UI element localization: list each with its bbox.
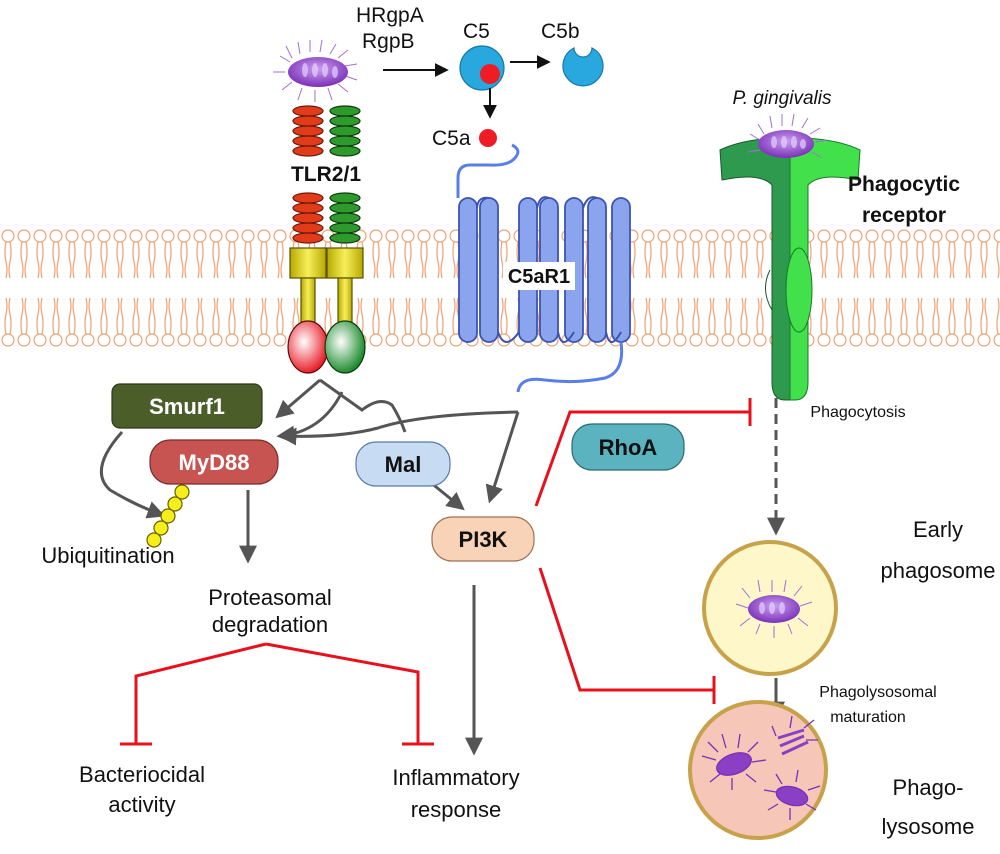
maturation-label-1: Phagolysosomal [819,684,936,701]
tlr2-chain [292,105,324,244]
pathogen-label: P. gingivalis [733,88,832,109]
inflammatory-label-2: response [411,797,502,822]
phagolysosome-label-1: Phago- [893,775,964,800]
ubiquitin-chain [146,484,190,548]
tlr-transmembrane [289,247,364,323]
c5a-label: C5a [432,127,471,150]
tlr1-chain [329,105,361,244]
phagolysosome [688,700,828,840]
proteasomal-label-1: Proteasomal [208,585,332,610]
c5ar1-label: C5aR1 [508,266,570,288]
mal-node: Mal [355,441,451,487]
myd88-label: MyD88 [179,450,250,475]
c5b-molecule [562,47,604,87]
ubiquitination-label: Ubiquitination [41,543,174,568]
c5ar1-receptor [456,143,631,393]
smurf1-node: Smurf1 [111,383,263,429]
early-phagosome-label-1: Early [913,517,963,542]
bacterium-top [273,39,358,102]
inhibition-lines [120,398,752,746]
myd88-node: MyD88 [149,439,279,485]
c5a-bound [480,64,500,84]
c5a-molecule [479,129,497,147]
tir-domain-green [324,320,366,374]
bacterium-receptor [747,113,828,159]
tir-domain-red [287,320,329,374]
c5ar1-n-terminus [456,143,520,198]
c5ar1-label-box [503,262,575,290]
tlr-label: TLR2/1 [291,163,361,186]
proteasomal-label-2: degradation [212,612,328,637]
mal-label: Mal [385,452,422,477]
early-phagosome-label-2: phagosome [881,558,996,583]
degraded-bacteria [701,715,821,820]
rhoa-label: RhoA [599,435,658,460]
pi3k-label: PI3K [459,527,508,552]
smurf1-label: Smurf1 [149,394,225,419]
bacterium-phagosome [735,579,813,638]
tlr2-1-receptor [273,39,366,374]
phagolysosome-label-2: lysosome [882,814,975,839]
pi3k-node: PI3K [431,516,535,562]
c5-label: C5 [463,20,490,43]
c5b-label: C5b [541,20,580,43]
receptor-label-1: Phagocytic [848,173,960,196]
protease-label-1: HRgpA [356,4,424,27]
bactericidal-label-2: activity [108,792,175,817]
phagocytosis-label: Phagocytosis [810,404,905,421]
bactericidal-label-1: Bacteriocidal [79,762,205,787]
cell-membrane [0,228,1000,348]
rhoa-node: RhoA [571,423,685,471]
receptor-label-2: receptor [862,204,946,227]
c5ar1-c-terminus [516,341,624,393]
phagocytic-receptor [719,137,861,401]
maturation-label-2: maturation [830,709,906,726]
inflammatory-label-1: Inflammatory [392,765,519,790]
protease-label-2: RgpB [362,30,415,53]
